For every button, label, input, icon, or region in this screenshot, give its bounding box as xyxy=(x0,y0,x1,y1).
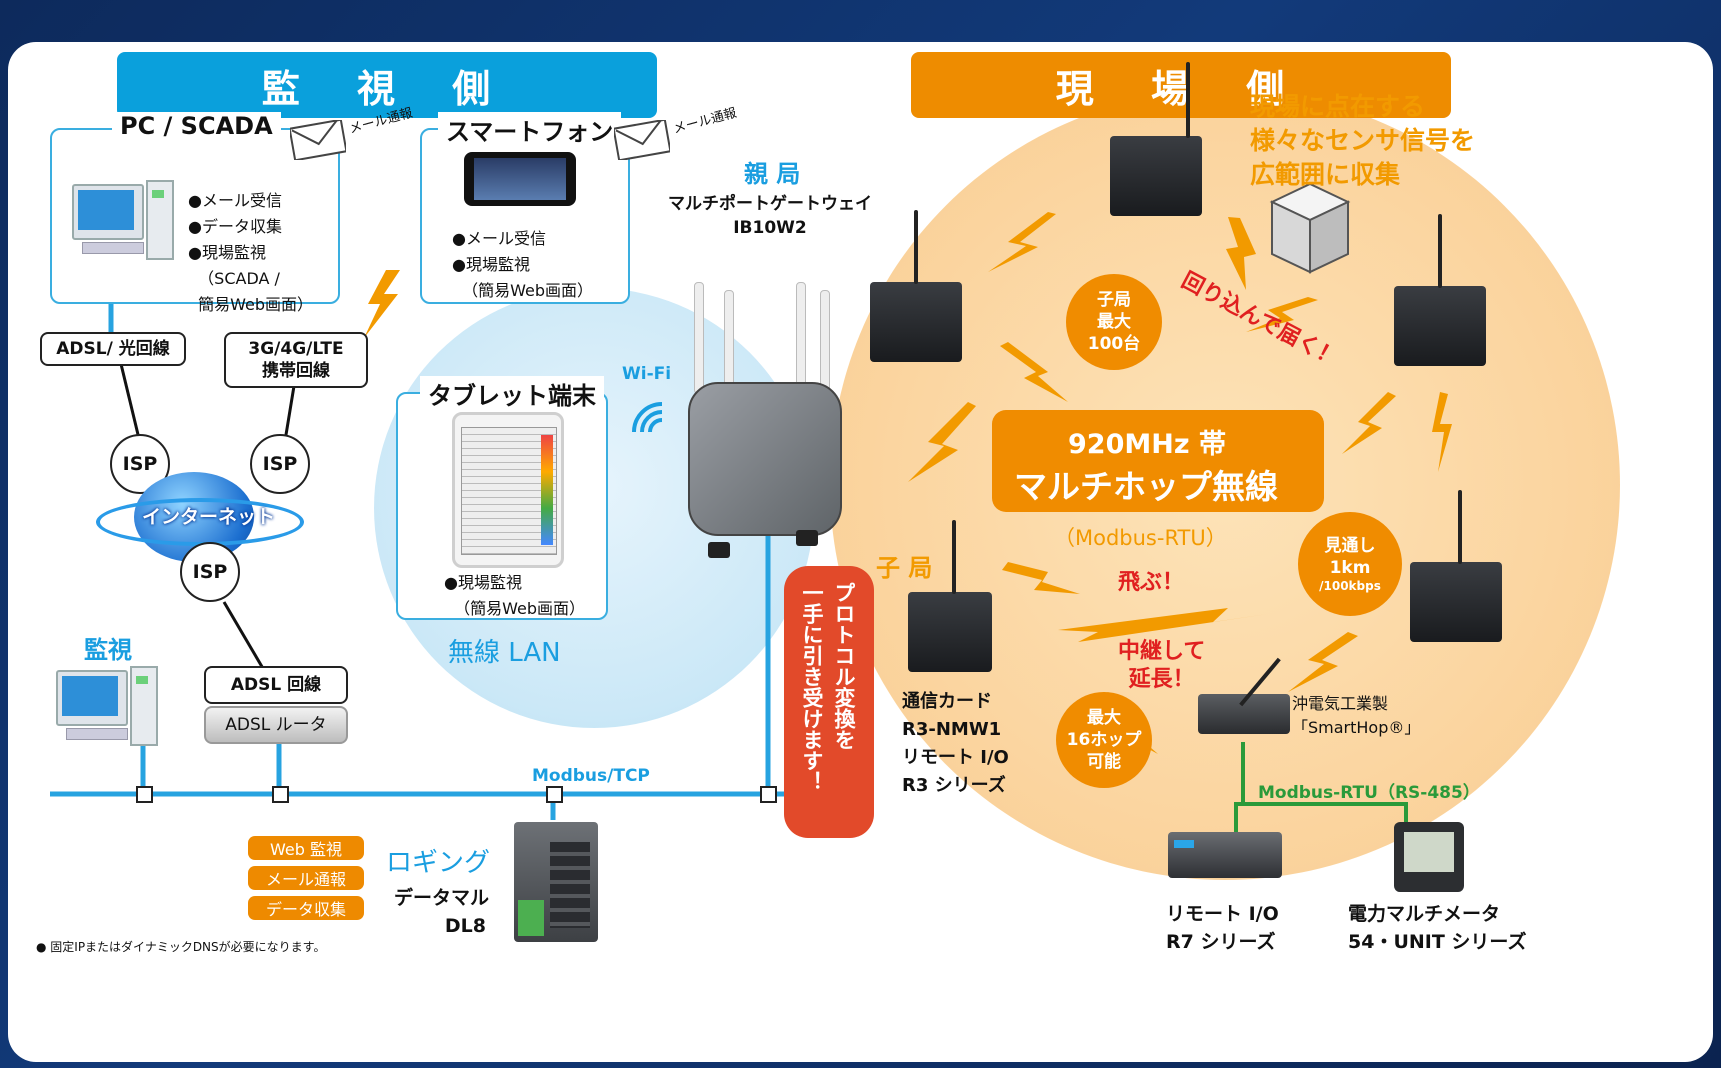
pc-icon xyxy=(56,666,158,750)
speed-text: /100kbps xyxy=(1319,579,1381,593)
fly-text: 飛ぶ！ xyxy=(1118,570,1185,595)
pc-item-1: ●メール受信 xyxy=(188,191,282,210)
child-max-badge: 子局 最大 100台 xyxy=(1066,274,1162,370)
modbus-rtu-label: （Modbus-RTU） xyxy=(1054,526,1227,550)
wifi-icon xyxy=(632,402,663,433)
remote-io-unit xyxy=(1410,562,1502,642)
pc-item-3: ●現場監視 （SCADA / 簡易Web画面） xyxy=(188,243,314,314)
tablet-title: タブレット端末 xyxy=(420,376,604,411)
hops-badge: 最大 16ホップ 可能 xyxy=(1056,692,1152,788)
antenna-icon xyxy=(1186,62,1190,138)
antenna-icon xyxy=(952,520,956,594)
smartphone-title: スマートフォン xyxy=(438,112,622,147)
modbus-tcp-label: Modbus/TCP xyxy=(532,766,650,786)
bus-junction xyxy=(546,786,563,803)
comm-card-label: 通信カード R3-NMW1 リモート I/O R3 シリーズ xyxy=(902,691,1009,796)
isp-node-3: ISP xyxy=(180,542,240,602)
line-of-sight-badge: 見通し 1km /100kbps xyxy=(1298,512,1402,616)
web-monitor-tag: Web 監視 xyxy=(248,836,364,860)
envelope-icon xyxy=(614,120,670,160)
remote-io-unit xyxy=(870,282,962,362)
adsl-fiber-line: ADSL/ 光回線 xyxy=(40,332,186,366)
phone-item-2: ●現場監視 （簡易Web画面） xyxy=(452,255,594,300)
oki-smarthop-label: 沖電気工業製 「SmartHop®」 xyxy=(1292,694,1421,737)
protocol-text: プロトコル変換を 一手に引き受けます！ xyxy=(800,582,856,792)
logging-title: ロギング xyxy=(386,848,491,878)
pc-scada-title: PC / SCADA xyxy=(112,112,281,140)
adsl-line: ADSL 回線 xyxy=(204,666,348,704)
gateway-device xyxy=(684,282,844,558)
bus-junction xyxy=(760,786,777,803)
diagram-panel: 監 視 側 現 場 側 PC / SCADA メール通報 ●メール受信 ●データ… xyxy=(8,42,1713,1062)
logger-device-name: データマル DL8 xyxy=(394,887,490,937)
band-box xyxy=(992,410,1324,512)
pc-item-2: ●データ収集 xyxy=(188,217,282,236)
power-meter-label: 電力マルチメータ 54・UNIT シリーズ xyxy=(1348,903,1527,953)
remote-io-unit xyxy=(908,592,992,672)
modbus-rs485-label: Modbus-RTU（RS-485） xyxy=(1258,783,1480,803)
envelope-icon xyxy=(290,120,346,160)
sensor-cube-icon xyxy=(1269,182,1351,274)
isp-node-1: ISP xyxy=(110,434,170,494)
internet-label: インターネット xyxy=(142,506,276,528)
phone-item-1: ●メール受信 xyxy=(452,229,546,248)
antenna-icon xyxy=(914,210,918,284)
mobile-line: 3G/4G/LTE 携帯回線 xyxy=(224,332,368,388)
data-collect-tag: データ収集 xyxy=(248,896,364,920)
gateway-name: マルチポートゲートウェイ IB10W2 xyxy=(668,194,872,238)
line-of-sight-text: 見通し 1km xyxy=(1324,536,1376,578)
relay-text: 中継して 延長！ xyxy=(1118,639,1206,692)
antenna-icon xyxy=(1458,490,1462,564)
field-side-header: 現 場 側 xyxy=(911,52,1451,118)
wifi-label: Wi-Fi xyxy=(622,364,672,384)
tablet-item-1: ●現場監視 （簡易Web画面） xyxy=(444,573,586,618)
power-meter xyxy=(1394,822,1464,892)
footnote: ● 固定IPまたはダイナミックDNSが必要になります。 xyxy=(36,940,326,954)
smartphone-icon xyxy=(464,152,576,206)
monitor-label: 監視 xyxy=(84,636,132,664)
gateway-title: 親 局 xyxy=(744,160,801,188)
remote-io-unit xyxy=(1110,136,1202,216)
child-station-label: 子 局 xyxy=(876,554,933,582)
tablet-icon xyxy=(452,412,564,568)
pc-icon xyxy=(72,180,174,262)
r7-remote-io xyxy=(1168,832,1282,878)
isp-node-2: ISP xyxy=(250,434,310,494)
bus-junction xyxy=(136,786,153,803)
remote-io-unit xyxy=(1394,286,1486,366)
r7-label: リモート I/O R7 シリーズ xyxy=(1166,903,1279,953)
protocol-callout xyxy=(784,566,874,838)
wireless-lan-label: 無線 LAN xyxy=(448,638,561,668)
antenna-icon xyxy=(1438,214,1442,288)
monitoring-side-header: 監 視 側 xyxy=(117,52,657,118)
sensor-collect-text: 現場に点在する 様々なセンサ信号を 広範囲に収集 xyxy=(1250,92,1476,189)
band-line2: マルチホップ無線 xyxy=(1014,467,1278,506)
band-line1: 920MHz 帯 xyxy=(1068,429,1226,460)
mail-notice-tag: メール通報 xyxy=(248,866,364,890)
bus-junction xyxy=(272,786,289,803)
logger-device xyxy=(514,822,598,942)
adsl-router: ADSL ルータ xyxy=(204,706,348,744)
